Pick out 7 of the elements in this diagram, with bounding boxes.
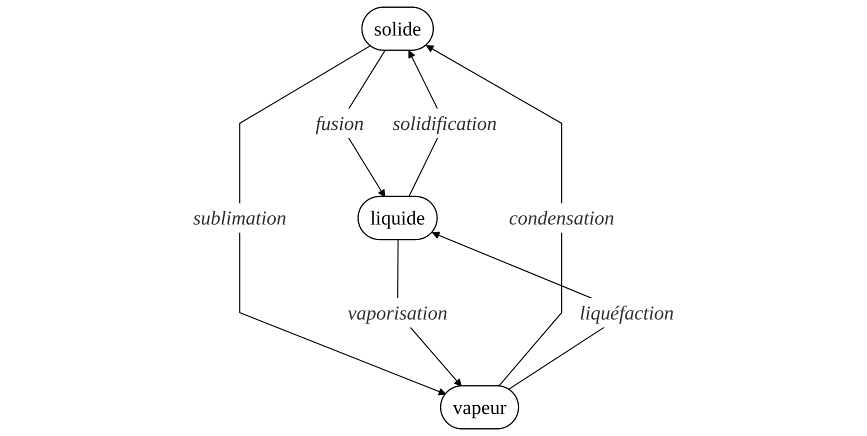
edge-label: sublimation <box>193 206 286 230</box>
edge-label: vaporisation <box>348 301 448 324</box>
edge-label: condensation <box>509 206 614 230</box>
edge-label: liquéfaction <box>580 301 674 324</box>
arrow <box>426 45 562 387</box>
edge-label: fusion <box>316 112 364 135</box>
edge-label: solidification <box>392 112 497 135</box>
